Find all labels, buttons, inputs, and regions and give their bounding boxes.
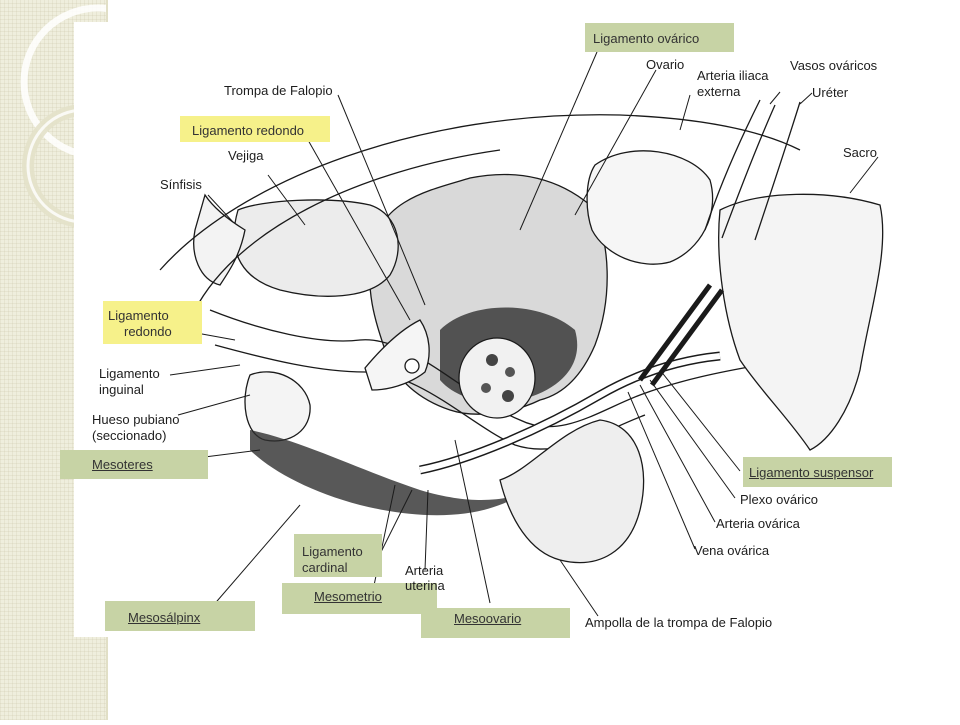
highlight-mesoovario: Mesoovario (421, 608, 570, 638)
label-sacro: Sacro (843, 145, 877, 160)
pelvic-floor-shadow (250, 430, 520, 516)
label-arteria-uterina-l1: Arteria (405, 563, 444, 578)
label-ampolla: Ampolla de la trompa de Falopio (585, 615, 773, 630)
label-vena-ovarica: Vena ovárica (694, 543, 770, 558)
label-vasos-ovaricos: Vasos ováricos (790, 58, 878, 73)
upper-bowel-shape (586, 150, 714, 265)
label-hueso-pubiano: Hueso pubiano (seccionado) (92, 412, 179, 444)
label-ligamento-ovarico: Ligamento ovárico (593, 31, 700, 46)
highlight-mesometrio: Mesometrio (282, 583, 437, 614)
label-ligamento-suspensor: Ligamento suspensor (749, 465, 874, 480)
ampulla-shape (499, 419, 645, 564)
label-ligamento-cardinal-l1: Ligamento (302, 544, 363, 559)
label-ligamento-redondo-left-l2: redondo (124, 324, 172, 339)
label-ligamento-cardinal-l2: cardinal (302, 560, 348, 575)
label-hueso-pubiano-l1: Hueso pubiano (92, 412, 180, 427)
label-ligamento-inguinal-l1: Ligamento (99, 366, 160, 381)
iliac-vessels (704, 99, 801, 241)
label-sinfisis: Sínfisis (160, 177, 202, 192)
ovarian-vessels-tube (637, 283, 725, 387)
label-mesoovario: Mesoovario (454, 611, 522, 626)
label-ligamento-inguinal-l2: inguinal (99, 382, 144, 397)
highlight-ligamento-redondo-top: Ligamento redondo (180, 116, 330, 142)
label-arteria-ovarica: Arteria ovárica (716, 516, 800, 531)
leader-lines (164, 51, 879, 617)
label-trompa-falopio: Trompa de Falopio (224, 83, 333, 98)
label-plexo-ovarico: Plexo ovárico (740, 492, 819, 507)
highlight-ligamento-cardinal: Ligamento cardinal (294, 534, 382, 577)
highlight-ligamento-ovarico: Ligamento ovárico (585, 23, 734, 52)
pelvic-wall-curve (159, 114, 801, 271)
label-hueso-pubiano-l2: (seccionado) (92, 428, 167, 443)
ovary-shape (458, 337, 536, 419)
label-mesosalpinx: Mesosálpinx (128, 610, 201, 625)
highlight-ligamento-redondo-left: Ligamento redondo (103, 301, 202, 344)
label-ligamento-redondo-left-l1: Ligamento (108, 308, 169, 323)
highlight-mesoteres: Mesoteres (60, 450, 208, 479)
highlight-ligamento-suspensor: Ligamento suspensor (743, 457, 892, 487)
label-arteria-iliaca-l2: externa (697, 84, 741, 99)
label-ligamento-redondo-top: Ligamento redondo (192, 123, 305, 138)
highlight-mesosalpinx: Mesosálpinx (105, 601, 255, 631)
symphysis-shape (193, 193, 246, 286)
sacrum-shape (718, 193, 884, 451)
label-arteria-uterina: Arteria uterina (405, 563, 445, 593)
label-ureter: Uréter (812, 85, 849, 100)
label-arteria-iliaca: Arteria iliaca externa (697, 68, 769, 100)
label-ovario: Ovario (646, 57, 685, 72)
pubic-bone-shape (244, 371, 311, 442)
label-arteria-iliaca-l1: Arteria iliaca (697, 68, 769, 83)
label-arteria-uterina-l2: uterina (405, 578, 445, 593)
bladder-shape (233, 199, 399, 297)
label-mesoteres: Mesoteres (92, 457, 153, 472)
label-mesometrio: Mesometrio (314, 589, 382, 604)
label-vejiga: Vejiga (228, 148, 264, 163)
label-ligamento-inguinal: Ligamento inguinal (99, 366, 160, 398)
